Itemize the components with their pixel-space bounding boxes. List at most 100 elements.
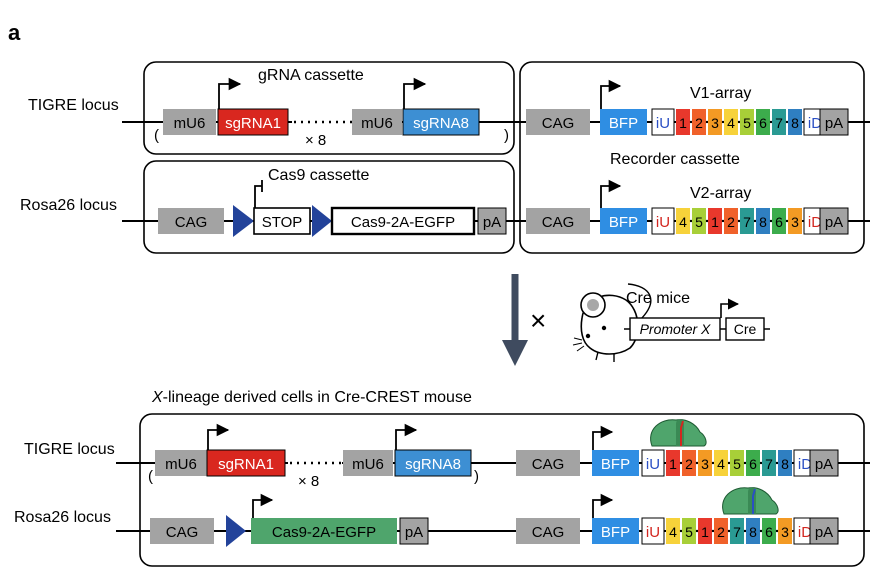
v2-unit-2: [692, 208, 706, 234]
pa-label-v2: pA: [825, 214, 843, 231]
mu6-promoter-8: [352, 109, 402, 135]
v1-bottom-sep-2: [695, 461, 699, 465]
v2-unit-1: [676, 208, 690, 234]
promoter-x-label: Promoter X: [640, 321, 711, 337]
v2-bottom-sep-5: [743, 529, 747, 533]
cre-box: [725, 317, 765, 341]
pa-box-v1: [819, 108, 849, 136]
v2-sep-1: [689, 219, 693, 223]
v1-bottom-unit-5: [730, 450, 744, 476]
pa-box-cas9-bottom: [399, 517, 429, 545]
v1-sep-7: [785, 120, 789, 124]
cag-promoter-cas9-bottom: [150, 518, 214, 544]
sgrna1-label: sgRNA1: [225, 115, 281, 132]
cas9-cassette-box: [143, 160, 515, 254]
v2-unit-label-6: 8: [759, 214, 767, 230]
v1-bottom-unit-label-5: 5: [733, 456, 741, 472]
cas9-egfp-label-bottom: Cas9-2A-EGFP: [272, 524, 376, 541]
cag-promoter-v2-bottom: [516, 518, 580, 544]
pa-box-v2-bottom: [809, 517, 839, 545]
v1-bottom-sep-4: [727, 461, 731, 465]
rosa26-locus-label: Rosa26 locus: [20, 197, 117, 214]
v1-sep-3: [721, 120, 725, 124]
bfp-label-v2: BFP: [609, 214, 638, 231]
v2-unit-label-1: 4: [679, 214, 687, 230]
v1-id-label: iD: [808, 115, 822, 132]
cag-label-v2: CAG: [542, 214, 575, 231]
cre-mice-label: Cre mice: [626, 290, 690, 307]
v1-bottom-sep-6: [759, 461, 763, 465]
pa-label-v2-bottom: pA: [815, 524, 833, 541]
v2-unit-3: [708, 208, 722, 234]
times8-bottom: × 8: [298, 473, 319, 490]
v2-bottom-sep-1: [679, 529, 683, 533]
v1-bottom-unit-label-3: 3: [701, 456, 709, 472]
v1-bottom-unit-3: [698, 450, 712, 476]
v2-bottom-sep-4: [727, 529, 731, 533]
v2-bottom-unit-7: [762, 518, 776, 544]
v2-bottom-unit-label-1: 4: [669, 524, 677, 540]
pa-box-v1-bottom: [809, 449, 839, 477]
cas9-complex-icon-2: [722, 487, 779, 515]
v2-bottom-iu-label: iU: [646, 524, 660, 541]
v1-unit-label-7: 7: [775, 115, 783, 131]
v1-unit-2: [692, 109, 706, 135]
v2-bottom-unit-label-8: 3: [781, 524, 789, 540]
v2-id-label: iD: [808, 214, 822, 231]
cag-promoter-cas9: [158, 208, 224, 234]
v1-unit-4: [724, 109, 738, 135]
pa-label-v1-bottom: pA: [815, 456, 833, 473]
cag-promoter-v1: [526, 109, 590, 135]
v2-sep-5: [753, 219, 757, 223]
v2-sep-3: [721, 219, 725, 223]
v1-sep-6: [769, 120, 773, 124]
v2-bottom-sep-6: [759, 529, 763, 533]
lineage-title-italic: X: [151, 389, 164, 406]
v2-unit-7: [772, 208, 786, 234]
v2-bottom-unit-label-4: 2: [717, 524, 725, 540]
mu6-promoter-1-bottom: [155, 450, 207, 476]
v1-bottom-unit-6: [746, 450, 760, 476]
times8-top: × 8: [305, 132, 326, 149]
v2-bottom-unit-label-6: 8: [749, 524, 757, 540]
v1-bottom-unit-2: [682, 450, 696, 476]
v1-unit-label-5: 5: [743, 115, 751, 131]
paren-open-top: (: [154, 127, 159, 144]
v1-bottom-unit-label-1: 1: [669, 456, 677, 472]
tss-arrow-sgrna1: [218, 77, 242, 109]
mouse-icon: [572, 283, 652, 362]
cag-promoter-v1-bottom: [516, 450, 580, 476]
v1-unit-label-8: 8: [791, 115, 799, 131]
v2-bottom-sep-3: [711, 529, 715, 533]
v1-sep-2: [705, 120, 709, 124]
v2-bottom-unit-8: [778, 518, 792, 544]
mu6-label-1: mU6: [174, 115, 206, 132]
lineage-title: X-lineage derived cells in Cre-CREST mou…: [151, 389, 472, 406]
cas9-cassette-title: Cas9 cassette: [268, 167, 369, 184]
tss-blocked-arrow: [254, 180, 263, 208]
pa-label-v1: pA: [825, 115, 843, 132]
stop-box: [253, 207, 311, 235]
v1-array-title: V1-array: [690, 85, 751, 102]
v2-bottom-unit-1: [666, 518, 680, 544]
tss-arrow-bfp-v2: [600, 179, 622, 208]
tss-arrow-bfp-v1: [600, 79, 622, 109]
v2-iu-box: [651, 207, 675, 235]
v1-bottom-id-label: iD: [798, 456, 812, 473]
v2-bottom-sep-7: [775, 529, 779, 533]
v1-unit-8: [788, 109, 802, 135]
cag-label-cas9: CAG: [175, 214, 208, 231]
down-arrow-head: [502, 340, 528, 366]
v1-sep-4: [737, 120, 741, 124]
bfp-label-v1: BFP: [609, 115, 638, 132]
recorder-cassette-title: Recorder cassette: [610, 151, 740, 168]
v2-unit-label-2: 5: [695, 214, 703, 230]
v1-bottom-sep-5: [743, 461, 747, 465]
v1-bottom-unit-8: [778, 450, 792, 476]
v1-unit-6: [756, 109, 770, 135]
v2-array-title: V2-array: [690, 185, 751, 202]
v2-sep-2: [705, 219, 709, 223]
v2-bottom-id-label: iD: [798, 524, 812, 541]
